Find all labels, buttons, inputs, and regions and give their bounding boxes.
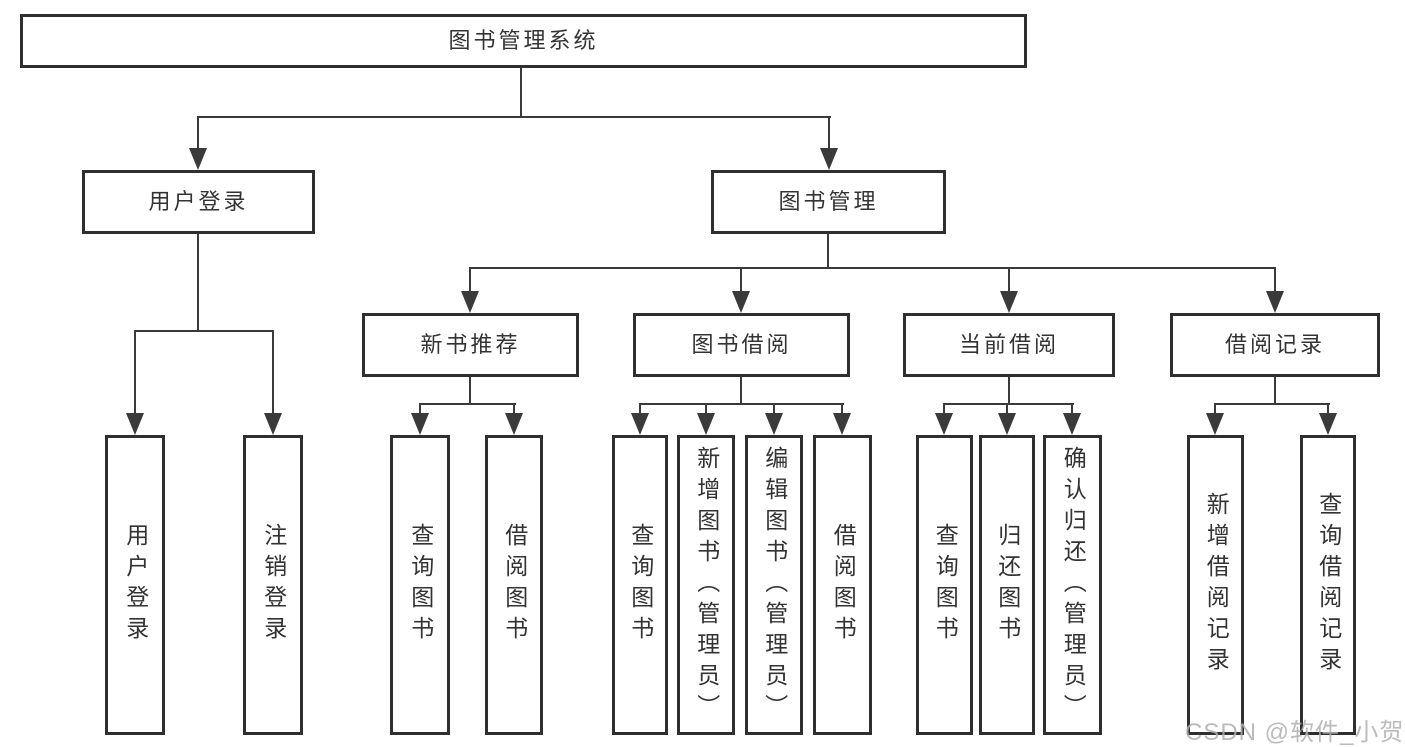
leaf-add-books-admin: 新增图书（管理员） <box>677 435 735 735</box>
connector-line <box>773 403 775 415</box>
connector-line <box>134 330 274 332</box>
connector-line <box>1008 267 1010 293</box>
connector-arrowhead <box>189 148 207 170</box>
leaf-confirm-return-admin: 确认归还（管理员） <box>1043 435 1102 735</box>
watermark: CSDN @软件_小贺同学 <box>1185 719 1405 746</box>
connector-line <box>1071 403 1073 415</box>
connector-line <box>272 330 274 415</box>
connector-line <box>943 403 945 415</box>
connector-line <box>1327 403 1329 415</box>
connector-line <box>943 403 1074 405</box>
leaf-query-books-3: 查询图书 <box>916 435 973 735</box>
leaf-borrow-books-1: 借阅图书 <box>485 435 543 735</box>
connector-line <box>134 330 136 415</box>
connector-arrowhead <box>264 413 282 435</box>
connector-arrowhead <box>998 413 1016 435</box>
connector-line <box>469 267 1276 269</box>
connector-line <box>419 403 421 415</box>
connector-arrowhead <box>935 413 953 435</box>
connector-arrowhead <box>732 291 750 313</box>
node-new-book-recommend: 新书推荐 <box>362 313 579 377</box>
connector-line <box>639 403 844 405</box>
connector-arrowhead <box>1063 413 1081 435</box>
node-book-management: 图书管理 <box>711 170 946 234</box>
connector-line <box>197 116 199 152</box>
connector-line <box>841 403 843 415</box>
connector-arrowhead <box>765 413 783 435</box>
leaf-user-login: 用户登录 <box>105 435 165 735</box>
connector-line <box>828 116 830 152</box>
connector-line <box>419 403 516 405</box>
leaf-return-books: 归还图书 <box>979 435 1035 735</box>
connector-arrowhead <box>1000 291 1018 313</box>
leaf-add-borrow-record: 新增借阅记录 <box>1187 435 1244 735</box>
connector-line <box>1274 377 1276 405</box>
connector-arrowhead <box>697 413 715 435</box>
connector-arrowhead <box>126 413 144 435</box>
node-borrow-records: 借阅记录 <box>1170 313 1380 377</box>
connector-line <box>197 116 831 118</box>
connector-line <box>1006 403 1008 415</box>
connector-arrowhead <box>631 413 649 435</box>
connector-line <box>513 403 515 415</box>
connector-arrowhead <box>1206 413 1224 435</box>
connector-arrowhead <box>461 291 479 313</box>
connector-line <box>1008 377 1010 405</box>
connector-arrowhead <box>833 413 851 435</box>
connector-arrowhead <box>1319 413 1337 435</box>
leaf-query-books-2: 查询图书 <box>612 435 668 735</box>
connector-line <box>1214 403 1216 415</box>
connector-line <box>1274 267 1276 293</box>
connector-line <box>1214 403 1330 405</box>
node-current-borrow: 当前借阅 <box>903 313 1115 377</box>
connector-arrowhead <box>411 413 429 435</box>
connector-line <box>469 377 471 405</box>
connector-line <box>827 233 829 269</box>
leaf-edit-books-admin: 编辑图书（管理员） <box>745 435 803 735</box>
connector-line <box>740 377 742 405</box>
connector-arrowhead <box>505 413 523 435</box>
node-user-login: 用户登录 <box>82 170 315 234</box>
connector-arrowhead <box>820 148 838 170</box>
connector-line <box>705 403 707 415</box>
node-book-borrow: 图书借阅 <box>633 313 850 377</box>
leaf-borrow-books-2: 借阅图书 <box>813 435 872 735</box>
leaf-query-borrow-record: 查询借阅记录 <box>1300 435 1356 735</box>
leaf-query-books-1: 查询图书 <box>390 435 450 735</box>
connector-line <box>197 233 199 332</box>
connector-arrowhead <box>1266 291 1284 313</box>
node-library-system: 图书管理系统 <box>20 14 1027 68</box>
connector-line <box>740 267 742 293</box>
connector-line <box>469 267 471 293</box>
connector-line <box>639 403 641 415</box>
connector-line <box>520 68 522 117</box>
leaf-logout-login: 注销登录 <box>243 435 303 735</box>
